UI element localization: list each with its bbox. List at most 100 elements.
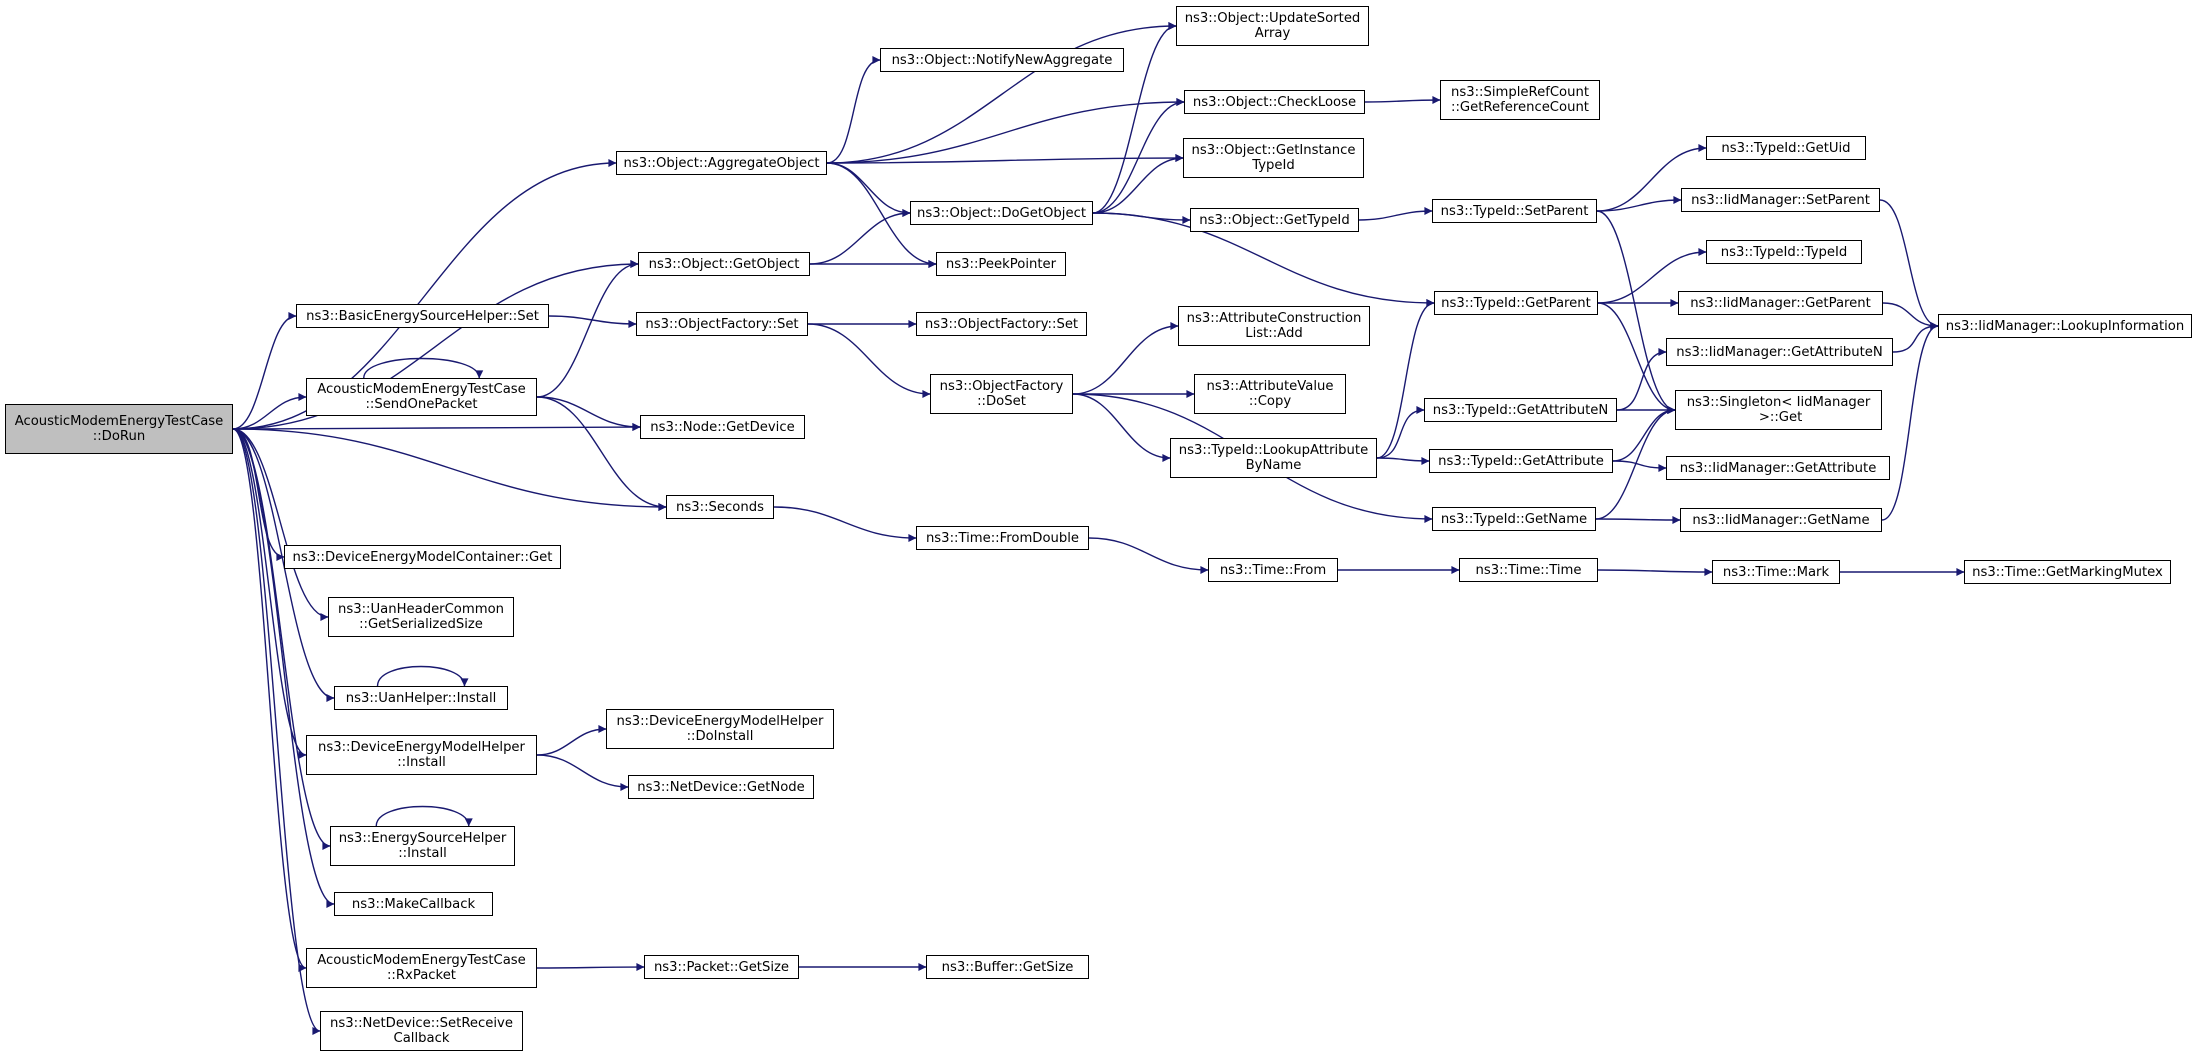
node-time-time[interactable]: ns3::Time::Time [1459,558,1598,582]
call-edge-n17-n37 [1092,212,1435,307]
call-edge-n1-n2 [232,159,617,430]
node-type-id-get-uid[interactable]: ns3::TypeId::GetUid [1706,136,1866,160]
node-net-device-get-node[interactable]: ns3::NetDevice::GetNode [628,775,814,799]
node-object-get-type-id[interactable]: ns3::Object::GetTypeId [1190,208,1359,232]
node-type-id-get-attribute[interactable]: ns3::TypeId::GetAttribute [1429,449,1613,473]
node-node-get-device[interactable]: ns3::Node::GetDevice [640,415,805,439]
call-edge-n1-n9 [232,428,329,621]
call-edge-n36-n43 [1596,196,1682,212]
node-object-factory-set-2[interactable]: ns3::ObjectFactory::Set [916,312,1087,336]
call-edge-n1-n6 [232,423,641,432]
call-edge-n1-n11 [232,428,307,759]
node-time-get-marking-mutex[interactable]: ns3::Time::GetMarkingMutex [1964,560,2171,584]
node-iid-manager-set-parent[interactable]: ns3::IidManager::SetParent [1681,188,1880,212]
node-energy-source-helper-install[interactable]: ns3::EnergySourceHelper ::Install [330,826,515,866]
call-edge-n21-n31 [1072,322,1179,395]
node-uan-helper-install[interactable]: ns3::UanHelper::Install [334,686,508,710]
call-edge-n17-n29 [1092,154,1184,214]
call-edge-n33-n38 [1376,406,1425,459]
node-device-energy-model-helper-install[interactable]: ns3::DeviceEnergyModelHelper ::Install [306,735,537,775]
call-edge-n17-n28 [1092,98,1185,214]
node-type-id-lookup-attribute-by-name[interactable]: ns3::TypeId::LookupAttribute ByName [1170,438,1377,478]
node-object-factory-do-set[interactable]: ns3::ObjectFactory ::DoSet [930,374,1073,414]
node-acoustic-do-run: AcousticModemEnergyTestCase ::DoRun [5,404,233,454]
node-iid-manager-get-attribute[interactable]: ns3::IidManager::GetAttribute [1666,456,1890,480]
node-iid-manager-lookup-information[interactable]: ns3::IidManager::LookupInformation [1938,314,2192,338]
node-uan-header-common-get-serialized-size[interactable]: ns3::UanHeaderCommon ::GetSerializedSize [328,597,514,637]
call-edge-n2-n18 [826,162,937,268]
call-edge-n1-n13 [232,428,335,908]
node-attribute-construction-list-add[interactable]: ns3::AttributeConstruction List::Add [1178,306,1370,346]
node-acoustic-rx-packet[interactable]: AcousticModemEnergyTestCase ::RxPacket [306,948,537,988]
node-type-id-type-id[interactable]: ns3::TypeId::TypeId [1706,240,1862,264]
node-buffer-get-size[interactable]: ns3::Buffer::GetSize [926,955,1089,979]
node-iid-manager-get-parent[interactable]: ns3::IidManager::GetParent [1678,291,1883,315]
node-object-notify-new-aggregate[interactable]: ns3::Object::NotifyNewAggregate [880,48,1124,72]
node-seconds[interactable]: ns3::Seconds [666,495,774,519]
node-iid-manager-get-attribute-n[interactable]: ns3::IidManager::GetAttributeN [1666,338,1893,366]
node-object-get-object[interactable]: ns3::Object::GetObject [638,252,810,276]
call-edge-n40-n49 [1595,515,1681,524]
node-peek-pointer[interactable]: ns3::PeekPointer [936,252,1066,276]
node-type-id-set-parent[interactable]: ns3::TypeId::SetParent [1432,199,1597,223]
node-basic-energy-source-helper-set[interactable]: ns3::BasicEnergySourceHelper::Set [296,304,549,328]
call-edge-n22-n34 [1088,537,1209,574]
node-object-aggregate-object[interactable]: ns3::Object::AggregateObject [616,151,827,175]
node-object-factory-set[interactable]: ns3::ObjectFactory::Set [636,312,808,336]
call-edge-n28-n35 [1364,96,1441,105]
call-edge-n36-n42 [1596,144,1707,212]
call-edge-n45-n51 [1882,302,1939,330]
node-attribute-value-copy[interactable]: ns3::AttributeValue ::Copy [1194,374,1346,414]
node-time-from[interactable]: ns3::Time::From [1208,558,1338,582]
call-edge-n30-n36 [1358,207,1433,221]
call-edge-n2-n29 [826,154,1184,164]
node-singleton-iid-manager-get[interactable]: ns3::Singleton< IidManager >::Get [1675,390,1882,430]
node-time-mark[interactable]: ns3::Time::Mark [1712,560,1840,584]
call-edge-n11-n23 [536,725,607,756]
node-type-id-get-parent[interactable]: ns3::TypeId::GetParent [1434,291,1598,315]
node-simple-ref-count-get-reference-count[interactable]: ns3::SimpleRefCount ::GetReferenceCount [1440,80,1600,120]
node-packet-get-size[interactable]: ns3::Packet::GetSize [644,955,799,979]
node-device-energy-model-helper-do-install[interactable]: ns3::DeviceEnergyModelHelper ::DoInstall [606,709,834,749]
call-edge-n10-n10 [376,665,469,687]
call-edge-n39-n48 [1612,460,1667,472]
node-object-check-loose[interactable]: ns3::Object::CheckLoose [1184,90,1365,114]
call-edge-n11-n24 [536,754,629,791]
call-edge-n7-n22 [773,506,917,542]
node-acoustic-send-one-packet[interactable]: AcousticModemEnergyTestCase ::SendOnePac… [306,378,537,416]
node-net-device-set-receive-callback[interactable]: ns3::NetDevice::SetReceive Callback [320,1011,523,1051]
node-iid-manager-get-name[interactable]: ns3::IidManager::GetName [1680,508,1882,532]
call-edge-n37-n47 [1597,302,1676,414]
call-edge-n5-n6 [536,396,641,431]
call-edge-n38-n46 [1616,348,1667,411]
node-make-callback[interactable]: ns3::MakeCallback [334,892,493,916]
call-edge-n1-n4 [232,312,297,430]
call-edge-n41-n50 [1597,567,1713,576]
call-edge-n2-n16 [826,56,881,164]
call-edge-n5-n7 [536,396,667,511]
call-edge-n1-n10 [232,428,335,702]
call-edge-n1-n5 [232,393,307,430]
node-object-do-get-object[interactable]: ns3::Object::DoGetObject [910,201,1093,225]
node-time-from-double[interactable]: ns3::Time::FromDouble [916,526,1089,550]
call-edge-n36-n47 [1596,210,1676,414]
call-edge-n40-n47 [1595,406,1676,520]
call-edge-n1-n15 [232,428,321,1035]
node-type-id-get-name[interactable]: ns3::TypeId::GetName [1432,507,1596,531]
call-edge-n43-n51 [1879,199,1939,330]
call-edge-n2-n17 [826,162,911,217]
call-edge-n1-n7 [232,428,667,511]
call-edge-n33-n39 [1376,456,1430,465]
call-edge-n3-n17 [809,209,911,265]
node-type-id-get-attribute-n[interactable]: ns3::TypeId::GetAttributeN [1424,398,1617,422]
node-object-update-sorted-array[interactable]: ns3::Object::UpdateSorted Array [1176,6,1369,46]
node-device-energy-model-container-get[interactable]: ns3::DeviceEnergyModelContainer::Get [284,545,561,569]
call-edge-n5-n5 [363,357,484,379]
call-edge-n17-n27 [1092,22,1177,214]
call-edge-n1-n3 [232,260,639,430]
call-edge-n1-n14 [232,428,307,972]
call-edge-n39-n47 [1612,406,1676,462]
call-edge-n14-n25 [536,963,645,972]
node-object-get-instance-type-id[interactable]: ns3::Object::GetInstance TypeId [1183,138,1364,178]
